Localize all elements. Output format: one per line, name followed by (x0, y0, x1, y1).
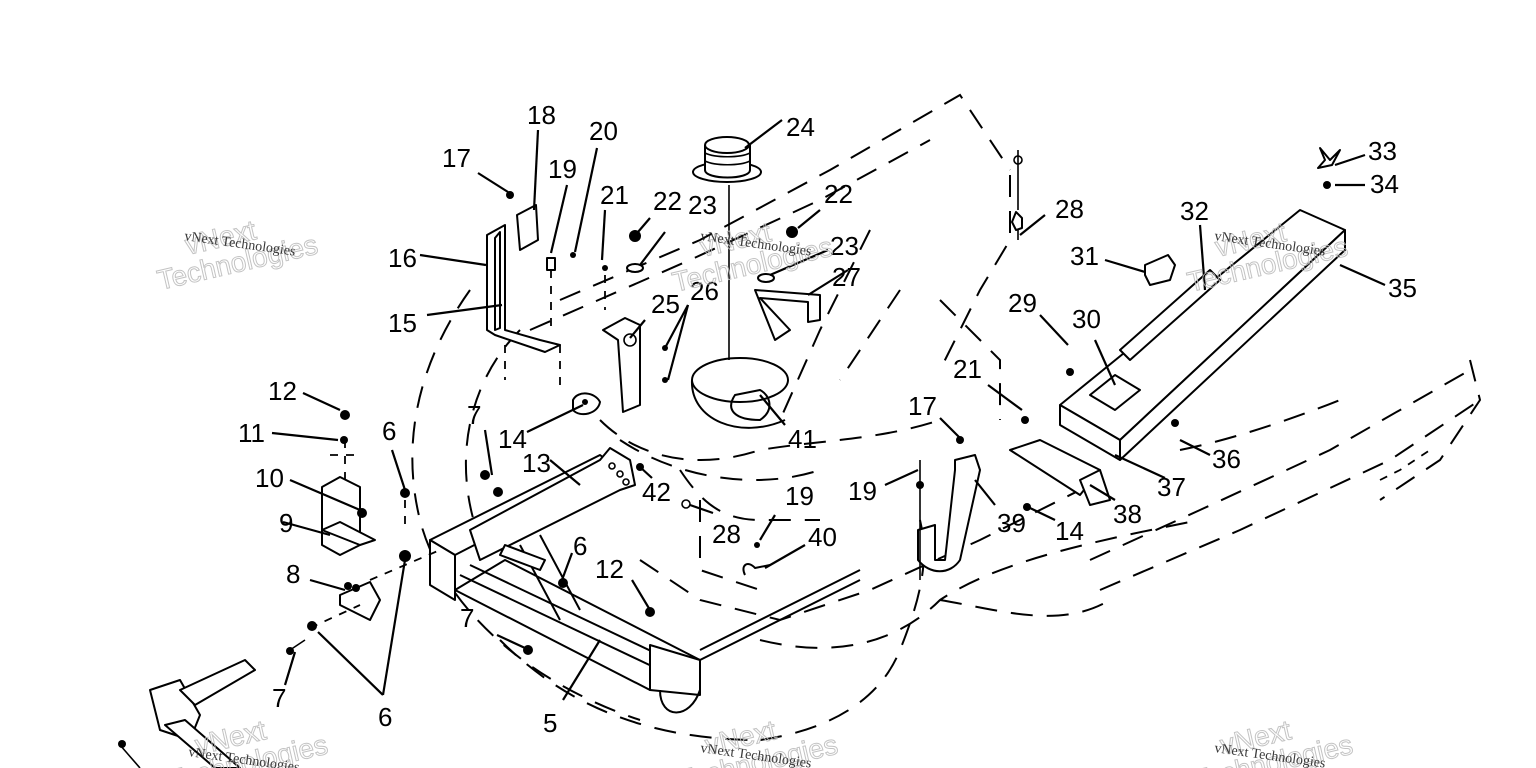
callout-39: 39 (997, 508, 1026, 538)
callout-22: 22 (653, 186, 682, 216)
callout-14: 14 (1055, 516, 1084, 546)
callout-40: 40 (808, 522, 837, 552)
callout-27: 27 (832, 262, 861, 292)
callout-6: 6 (382, 416, 396, 446)
callout-19: 19 (848, 476, 877, 506)
callout-14: 14 (498, 424, 527, 454)
callout-30: 30 (1072, 304, 1101, 334)
callout-5: 5 (543, 708, 557, 738)
callout-34: 34 (1370, 169, 1399, 199)
callout-23: 23 (830, 231, 859, 261)
callout-17: 17 (442, 143, 471, 173)
callout-29: 29 (1008, 288, 1037, 318)
callout-9: 9 (279, 508, 293, 538)
callout-23: 23 (688, 190, 717, 220)
callout-17: 17 (908, 391, 937, 421)
callout-6: 6 (378, 702, 392, 732)
upper-left-bracket (486, 191, 608, 385)
callout-24: 24 (786, 112, 815, 142)
callout-32: 32 (1180, 196, 1209, 226)
callout-6: 6 (573, 531, 587, 561)
callout-31: 31 (1070, 241, 1099, 271)
callout-16: 16 (388, 243, 417, 273)
watermark: vNext Technologies vNext Technologies vN… (154, 214, 1356, 768)
callout-37: 37 (1157, 472, 1186, 502)
callout-36: 36 (1212, 444, 1241, 474)
callout-28: 28 (712, 519, 741, 549)
main-frame (429, 447, 861, 714)
callout-35: 35 (1388, 273, 1417, 303)
callout-11: 11 (238, 418, 265, 448)
callout-18: 18 (527, 100, 556, 130)
callout-7: 7 (272, 683, 286, 713)
callout-7: 7 (467, 400, 481, 430)
callout-7: 7 (460, 603, 474, 633)
right-frame-rail (1009, 147, 1346, 511)
callout-20: 20 (589, 116, 618, 146)
callout-42: 42 (642, 477, 671, 507)
callout-19: 19 (548, 154, 577, 184)
callout-38: 38 (1113, 499, 1142, 529)
right-bracket-group (742, 436, 981, 580)
front-bumper (118, 659, 256, 768)
callout-22: 22 (824, 179, 853, 209)
callout-21: 21 (600, 180, 629, 210)
leader-lines (271, 119, 1386, 701)
callout-13: 13 (522, 448, 551, 478)
callout-8: 8 (286, 559, 300, 589)
callout-12: 12 (268, 376, 297, 406)
callout-25: 25 (651, 289, 680, 319)
callout-12: 12 (595, 554, 624, 584)
left-bracket-group (286, 410, 441, 655)
callout-33: 33 (1368, 136, 1397, 166)
callout-19: 19 (785, 481, 814, 511)
callout-26: 26 (690, 276, 719, 306)
callout-21: 21 (953, 354, 982, 384)
callout-10: 10 (255, 463, 284, 493)
center-pulley-group (572, 136, 821, 429)
callout-41: 41 (788, 424, 817, 454)
callout-labels: 5 6 6 6 7 7 7 8 9 10 11 12 12 13 14 14 1… (238, 100, 1417, 738)
callout-15: 15 (388, 308, 417, 338)
tractor-body-outline (411, 93, 1482, 741)
callout-28: 28 (1055, 194, 1084, 224)
